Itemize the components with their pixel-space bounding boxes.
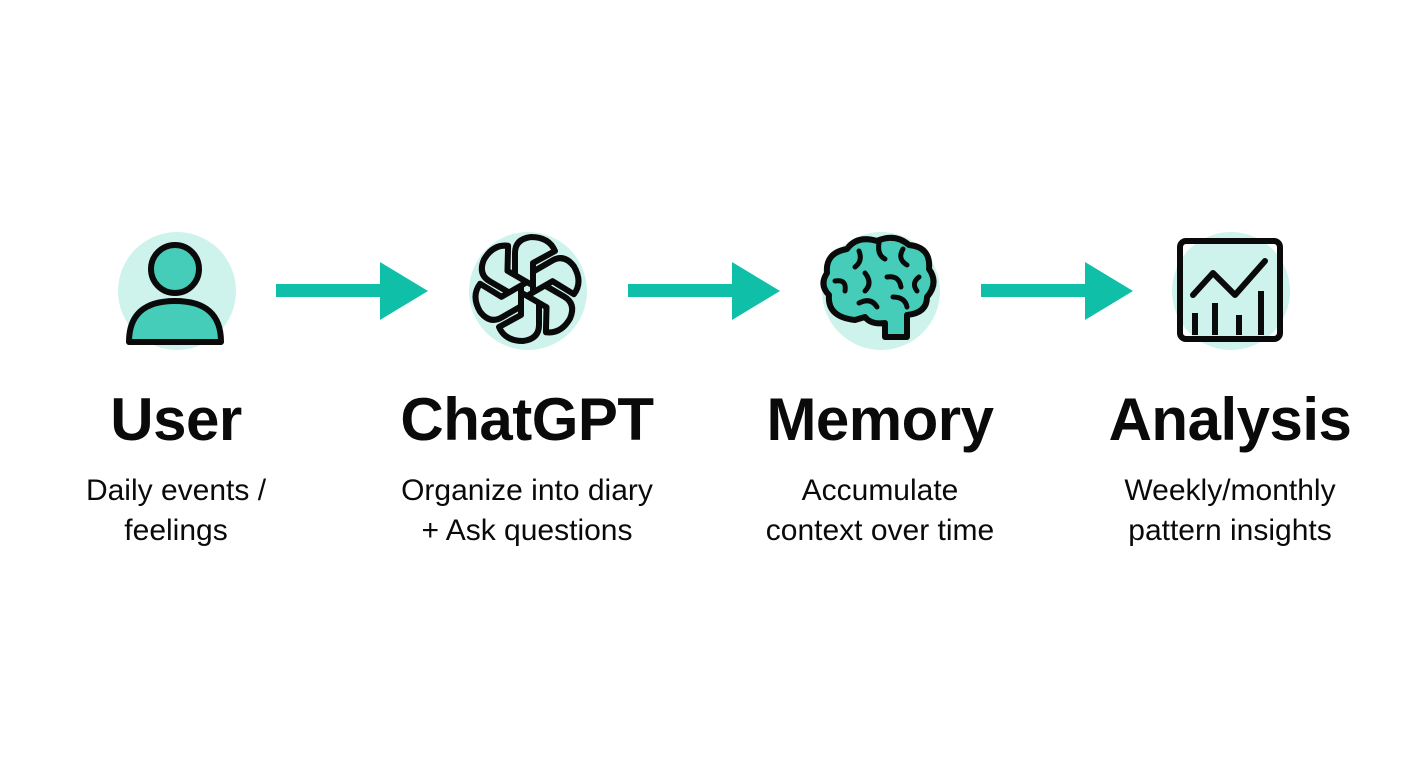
step-chatgpt: ChatGPT Organize into diary + Ask questi…	[347, 225, 707, 551]
step-description: Accumulate context over time	[765, 474, 995, 547]
step-description: Weekly/monthly pattern insights	[1124, 474, 1336, 547]
step-title: ChatGPT	[400, 386, 654, 453]
chart-icon	[1165, 225, 1295, 355]
step-memory: Memory Accumulate context over time	[700, 225, 1060, 551]
brain-icon	[815, 225, 945, 355]
step-title: Analysis	[1108, 386, 1352, 453]
arrow-icon	[628, 262, 780, 320]
chatgpt-logo-icon	[462, 225, 592, 355]
step-title: Memory	[766, 386, 994, 453]
arrow-icon	[981, 262, 1133, 320]
step-user: User Daily events / feelings	[0, 225, 356, 551]
step-description: Organize into diary + Ask questions	[401, 474, 653, 547]
step-title: User	[110, 386, 242, 453]
step-analysis: Analysis Weekly/monthly pattern insights	[1050, 225, 1408, 551]
arrow-icon	[276, 262, 428, 320]
step-description: Daily events / feelings	[85, 474, 267, 547]
user-icon	[111, 225, 241, 355]
